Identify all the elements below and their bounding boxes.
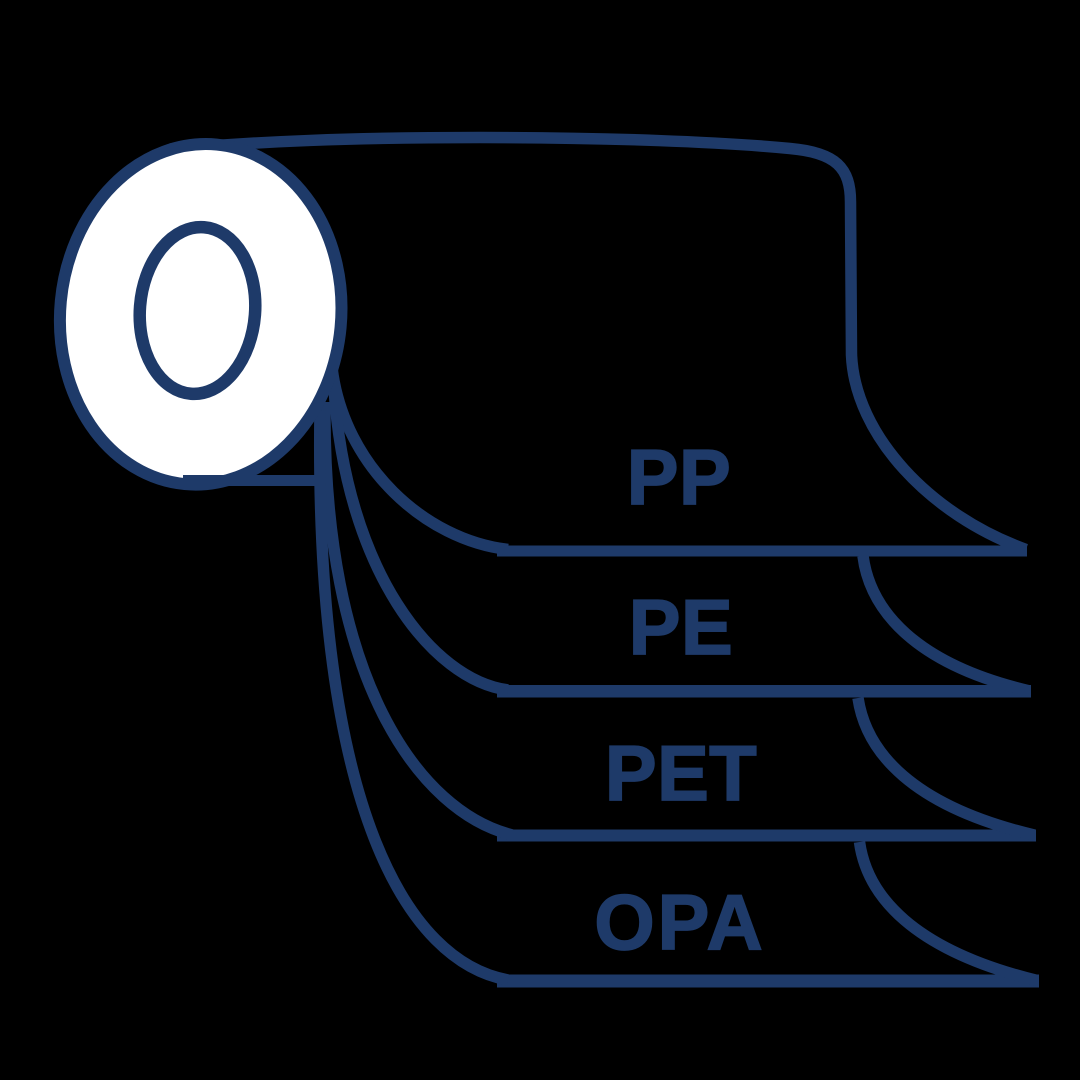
svg-text:PP: PP (627, 435, 731, 521)
svg-text:PE: PE (629, 585, 733, 671)
svg-text:PET: PET (605, 731, 757, 817)
svg-text:OPA: OPA (594, 880, 765, 966)
